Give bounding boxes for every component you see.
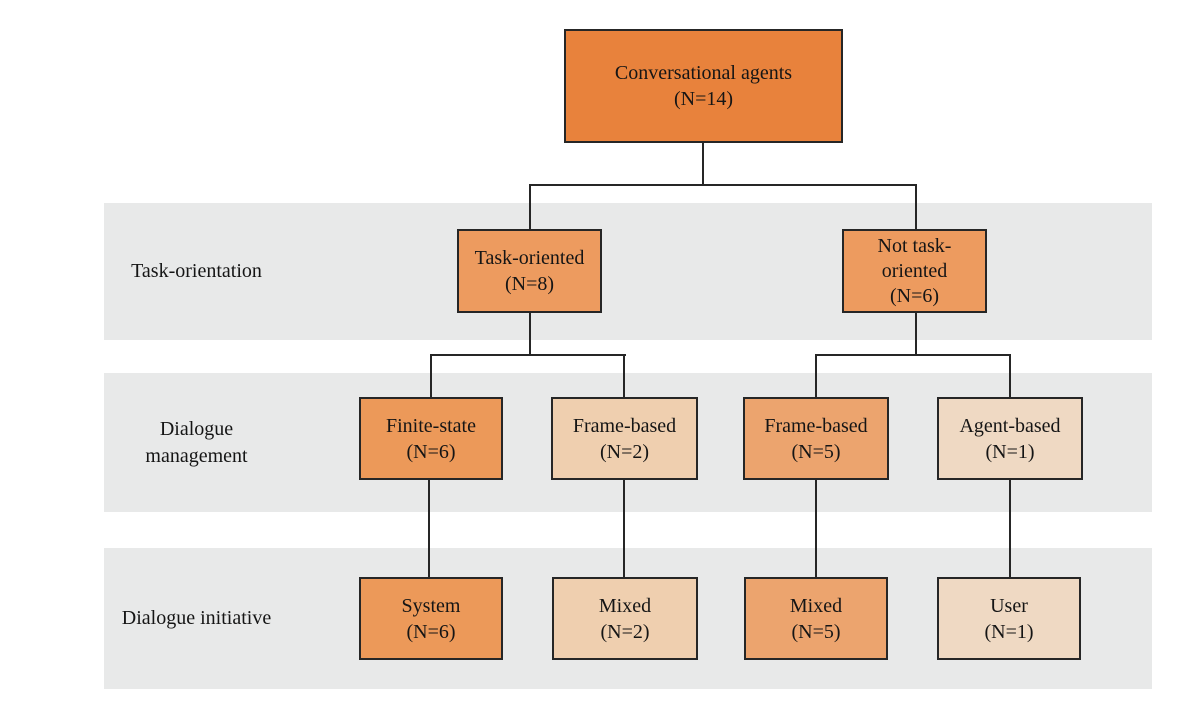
node-label: Task-oriented (474, 247, 585, 269)
connector-to-frame-based-2 (623, 354, 625, 397)
connector-finite-to-system (428, 480, 430, 577)
node-label: Agent-based (959, 414, 1061, 437)
node-mixed-initiative-n2: Mixed (N=2) (552, 577, 698, 660)
node-task-oriented: Task-oriented (N=8) (457, 229, 602, 313)
node-agent-based: Agent-based (N=1) (937, 397, 1083, 480)
connector-left-crossbar (430, 354, 626, 356)
connector-to-not-task-oriented (915, 184, 917, 230)
node-conversational-agents: Conversational agents (N=14) (564, 29, 843, 143)
node-label: Mixed (789, 594, 843, 617)
connector-root-stem (702, 143, 704, 185)
connector-frame2-to-mixed2 (623, 480, 625, 577)
band-label-task-orientation: Task-orientation (131, 260, 262, 282)
node-not-task-oriented: Not task-oriented (N=6) (842, 229, 987, 313)
node-label: Frame-based (572, 414, 677, 437)
node-frame-based-n5: Frame-based (N=5) (743, 397, 889, 480)
connector-to-task-oriented (529, 184, 531, 229)
node-label: Not task-oriented (877, 234, 952, 282)
node-label: System (401, 594, 461, 617)
node-count: (N=6) (889, 284, 940, 307)
node-label: Mixed (598, 594, 652, 617)
band-task-orientation: Task-orientation (104, 203, 1152, 340)
node-count: (N=1) (985, 440, 1035, 463)
connector-to-frame-based-5 (815, 354, 817, 397)
node-label: Finite-state (386, 414, 476, 437)
node-count: (N=5) (791, 620, 841, 643)
connector-right-crossbar (815, 354, 1011, 356)
node-label: Conversational agents (614, 62, 793, 84)
node-system-initiative: System (N=6) (359, 577, 503, 660)
connector-to-agent-based (1009, 354, 1011, 397)
node-finite-state: Finite-state (N=6) (359, 397, 503, 480)
connector-not-task-oriented-stem (915, 313, 917, 356)
node-label: Frame-based (764, 414, 868, 437)
node-user-initiative: User (N=1) (937, 577, 1081, 660)
node-count: (N=2) (599, 440, 650, 463)
connector-task-oriented-stem (529, 313, 531, 356)
band-label-dialogue-management: Dialogue management (145, 417, 248, 467)
node-count: (N=5) (791, 440, 841, 463)
node-frame-based-n2: Frame-based (N=2) (551, 397, 698, 480)
node-count: (N=8) (504, 273, 555, 295)
node-count: (N=2) (600, 620, 650, 643)
connector-agent-to-user (1009, 480, 1011, 577)
node-count: (N=1) (984, 620, 1034, 643)
connector-frame5-to-mixed5 (815, 480, 817, 577)
node-count: (N=6) (406, 440, 456, 463)
node-count: (N=14) (673, 88, 734, 110)
node-count: (N=6) (406, 620, 456, 643)
connector-level1-crossbar (529, 184, 917, 186)
node-mixed-initiative-n5: Mixed (N=5) (744, 577, 888, 660)
node-label: User (990, 594, 1028, 617)
connector-to-finite-state (430, 354, 432, 397)
band-label-dialogue-initiative: Dialogue initiative (121, 607, 272, 629)
